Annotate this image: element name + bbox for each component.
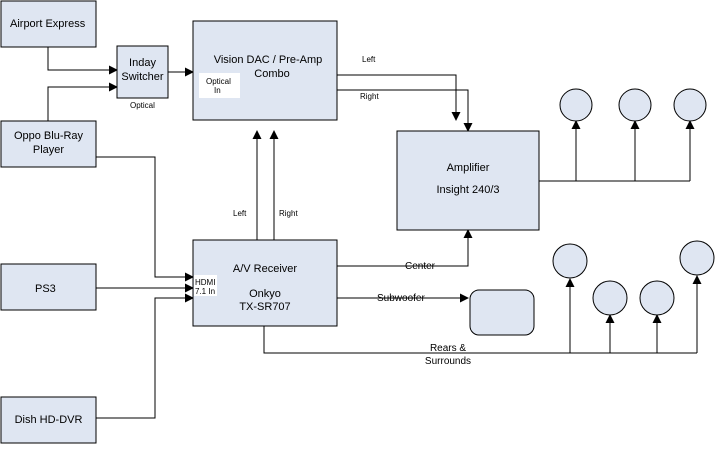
airport-express-label: Airport Express bbox=[10, 18, 86, 30]
dac-left-label: Left bbox=[362, 55, 376, 64]
airport-express-node: Airport Express bbox=[0, 0, 97, 48]
rears-label-line2: Surrounds bbox=[425, 356, 471, 367]
speaker-front-center bbox=[618, 88, 652, 122]
vision-dac-port-line2: In bbox=[214, 86, 221, 95]
speaker-surround-2 bbox=[639, 280, 675, 316]
amplifier-model-label: Insight 240/3 bbox=[437, 184, 500, 196]
optical-edge-label: Optical bbox=[130, 101, 155, 110]
dish-label: Dish HD-DVR bbox=[15, 414, 83, 426]
wire-dac-right-to-amp bbox=[337, 89, 473, 132]
oppo-label-line2: Player bbox=[33, 144, 65, 156]
rears-label-line1: Rears & bbox=[430, 343, 466, 354]
wire-dish-to-receiver bbox=[96, 293, 194, 419]
wire-rx-to-rears bbox=[263, 326, 697, 354]
speaker-front-left bbox=[559, 88, 593, 122]
wire-oppo-to-switcher bbox=[47, 82, 118, 121]
front-speakers bbox=[559, 88, 707, 122]
wire-oppo-to-receiver bbox=[96, 156, 194, 282]
vision-dac-label-line1: Vision DAC / Pre-Amp bbox=[214, 54, 323, 66]
oppo-player-node: Oppo Blu-Ray Player bbox=[0, 120, 97, 168]
av-receiver-hdmi-port bbox=[194, 275, 217, 296]
subwoofer-label: Subwoofer bbox=[377, 293, 425, 304]
av-receiver-node: A/V Receiver Onkyo TX-SR707 HDMI 7.1 In bbox=[192, 239, 338, 327]
wire-airport-to-switcher bbox=[47, 47, 118, 75]
speaker-front-right bbox=[673, 88, 707, 122]
vision-dac-node: Vision DAC / Pre-Amp Combo Optical In bbox=[192, 20, 338, 121]
vision-dac-optical-port bbox=[199, 73, 240, 98]
subwoofer-box bbox=[469, 289, 535, 336]
wire-dac-left-to-amp bbox=[337, 74, 461, 121]
speaker-rear-1 bbox=[552, 243, 588, 279]
av-receiver-model-line1: Onkyo bbox=[249, 288, 281, 300]
rx-left-label: Left bbox=[233, 209, 247, 218]
vision-dac-port-line1: Optical bbox=[206, 77, 231, 86]
speaker-rear-2 bbox=[679, 240, 715, 276]
av-receiver-model-line2: TX-SR707 bbox=[239, 301, 290, 313]
amplifier-label: Amplifier bbox=[447, 162, 490, 174]
oppo-label-line1: Oppo Blu-Ray bbox=[14, 130, 84, 142]
vision-dac-label-line2: Combo bbox=[254, 68, 289, 80]
center-label: Center bbox=[405, 261, 436, 272]
dac-right-label: Right bbox=[360, 92, 379, 101]
inday-switcher-node: Inday Switcher bbox=[116, 45, 169, 99]
rx-right-label: Right bbox=[279, 209, 298, 218]
ps3-label: PS3 bbox=[35, 283, 56, 295]
ps3-node: PS3 bbox=[0, 263, 97, 311]
inday-switcher-label-line1: Inday bbox=[129, 57, 156, 69]
inday-switcher-label-line2: Switcher bbox=[121, 71, 164, 83]
rear-speakers bbox=[552, 240, 715, 316]
av-receiver-port-line2: 7.1 In bbox=[195, 287, 215, 296]
wire-center-to-amp bbox=[337, 229, 473, 267]
speaker-surround-1 bbox=[592, 280, 628, 316]
av-receiver-port-line1: HDMI bbox=[195, 278, 215, 287]
amplifier-node: Amplifier Insight 240/3 bbox=[396, 130, 540, 231]
dish-dvr-node: Dish HD-DVR bbox=[0, 396, 97, 444]
av-receiver-label: A/V Receiver bbox=[233, 263, 298, 275]
connections bbox=[47, 47, 702, 419]
